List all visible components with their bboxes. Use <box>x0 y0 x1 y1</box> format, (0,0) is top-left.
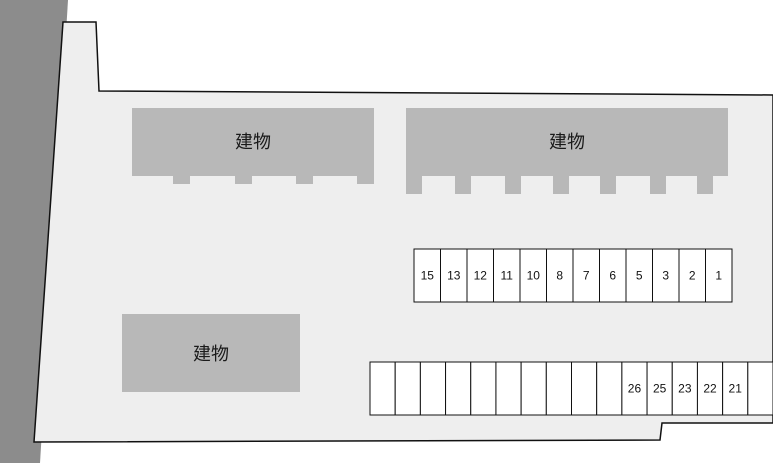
parking-slot <box>705 248 733 303</box>
parking-slot <box>440 248 468 303</box>
road-strip <box>0 0 68 463</box>
parking-slot-number: 6 <box>609 269 616 283</box>
parking-row-upper: 15 13 12 11 10 8 7 6 5 3 2 1 <box>413 248 733 303</box>
parking-slot-number: 2 <box>689 269 696 283</box>
building-top-left: 建物 <box>132 108 374 184</box>
building-top-right: 建物 <box>406 108 728 194</box>
parking-slot <box>671 361 698 416</box>
parking-slot <box>520 361 547 416</box>
building-label: 建物 <box>549 132 585 153</box>
parking-slot <box>572 248 600 303</box>
parking-slot-number: 10 <box>527 269 541 283</box>
parking-slot <box>466 248 494 303</box>
parking-slot <box>445 361 472 416</box>
parking-slot <box>545 361 572 416</box>
parking-slot <box>652 248 680 303</box>
parking-slot-number: 1 <box>715 269 722 283</box>
building-label: 建物 <box>193 344 229 365</box>
parking-slot-number: 23 <box>678 382 692 396</box>
parking-slot-number: 21 <box>729 382 743 396</box>
parking-slot <box>621 361 648 416</box>
parking-slot-number: 15 <box>421 269 435 283</box>
parking-slot <box>546 248 574 303</box>
parking-slot-number: 5 <box>636 269 643 283</box>
parking-slot <box>596 361 623 416</box>
parking-slot <box>394 361 421 416</box>
building-label: 建物 <box>235 132 271 153</box>
parking-slot <box>470 361 497 416</box>
parking-slot <box>696 361 724 416</box>
parking-slot <box>571 361 598 416</box>
parking-slot <box>646 361 673 416</box>
parking-slot <box>419 361 447 416</box>
parking-slot-number: 26 <box>628 382 642 396</box>
parking-slot-number: 7 <box>583 269 590 283</box>
parking-row-lower: 26 25 23 22 21 <box>369 361 773 416</box>
parking-slot-number: 12 <box>474 269 488 283</box>
parking-slot <box>747 361 773 416</box>
parking-slot <box>722 361 749 416</box>
parking-slot-number: 13 <box>447 269 461 283</box>
parking-slot-number: 22 <box>703 382 717 396</box>
parking-slot-number: 25 <box>653 382 667 396</box>
parking-slot <box>413 248 441 303</box>
parking-slot-number: 8 <box>556 269 563 283</box>
parking-slot <box>495 361 522 416</box>
parking-slot <box>678 248 706 303</box>
parking-slot-number: 3 <box>662 269 669 283</box>
parking-slot <box>493 248 521 303</box>
parking-slot <box>599 248 627 303</box>
parking-slot-number: 11 <box>501 269 514 283</box>
parking-slot <box>369 361 396 416</box>
building-bottom-left: 建物 <box>122 314 300 392</box>
